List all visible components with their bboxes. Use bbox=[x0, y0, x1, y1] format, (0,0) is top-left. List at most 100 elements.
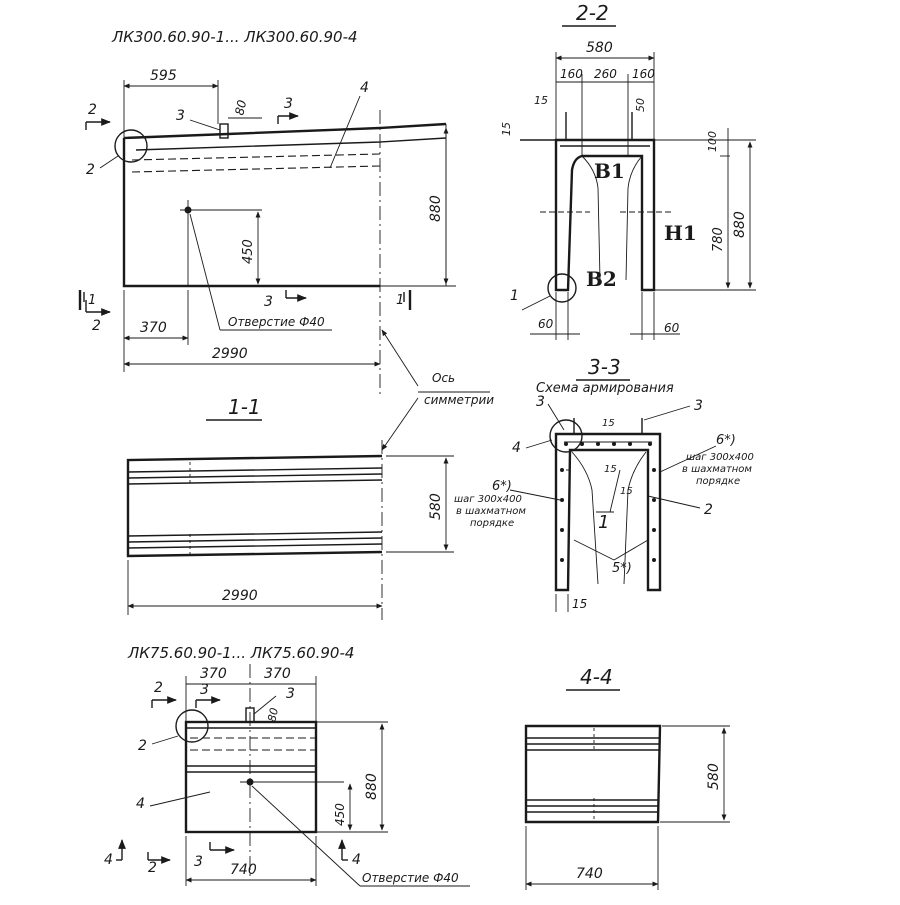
lk300-hidden-1 bbox=[131, 153, 381, 161]
lk300-lifting-loop bbox=[219, 123, 229, 139]
symmetry-axis-note: Ось симметрии bbox=[381, 329, 494, 451]
lk300-top-inner bbox=[135, 137, 447, 151]
section-2-2-title: 2-2 bbox=[576, 1, 609, 25]
section-3-3-subtitle: Схема армирования bbox=[536, 381, 674, 396]
section-3-3-detail-circle bbox=[549, 419, 583, 453]
svg-text:в шахматном: в шахматном bbox=[682, 464, 752, 475]
axis-note-line2: симметрии bbox=[424, 393, 494, 407]
lk75-callout-2: 2 bbox=[138, 738, 147, 754]
section-1-1: 1-1 580 2990 bbox=[126, 395, 454, 620]
section-2-2-dim-260: 260 bbox=[594, 67, 617, 81]
lk300-callout-2: 2 bbox=[86, 162, 95, 178]
lk75-section-4-left: 4 bbox=[104, 852, 113, 868]
section-2-2-dim-580: 580 bbox=[586, 40, 613, 56]
section-3-3-callout-1: 1 bbox=[598, 512, 609, 533]
section-1-1-dim-580: 580 bbox=[428, 493, 444, 520]
section-2-2-callout-1: 1 bbox=[510, 288, 519, 304]
section-3-3-title: 3-3 bbox=[588, 355, 621, 379]
lk75-hole-note: Отверстие Ф40 bbox=[362, 871, 459, 885]
section-2-2-dim-60-left: 60 bbox=[538, 317, 554, 331]
lk75-dim-370-left: 370 bbox=[200, 666, 227, 682]
section-3-3-note-left: шаг 300х400 в шахматном порядке bbox=[454, 494, 526, 529]
section-2-2-dim-60-right: 60 bbox=[664, 321, 680, 335]
svg-text:порядке: порядке bbox=[470, 518, 514, 529]
label-b2: B2 bbox=[586, 267, 617, 291]
lk300-section-2-top: 2 bbox=[88, 102, 97, 118]
section-1-1-dim-2990: 2990 bbox=[222, 588, 258, 604]
axis-note-line1: Ось bbox=[432, 371, 455, 385]
section-2-2-dim-160-right: 160 bbox=[632, 67, 655, 81]
section-3-3-callout-3a: 3 bbox=[536, 394, 545, 410]
lk75-section-2-bottom: 2 bbox=[148, 860, 157, 876]
lk300-dim-595: 595 bbox=[150, 68, 177, 84]
label-b1: B1 bbox=[594, 159, 625, 183]
lk300-top-edge bbox=[123, 122, 447, 140]
lk75-callout-3: 3 bbox=[286, 686, 295, 702]
section-2-2-dim-15a: 15 bbox=[534, 94, 548, 107]
section-2-2-profile bbox=[554, 138, 656, 292]
lk300-detail-circle bbox=[114, 129, 148, 163]
elevation-lk75: ЛК75.60.90-1... ЛК75.60.90-4 370 370 80 … bbox=[104, 644, 470, 887]
lk300-dim-2990: 2990 bbox=[212, 346, 248, 362]
section-3-3-callout-3b: 3 bbox=[694, 398, 703, 414]
section-3-3-note-right: шаг 300х400 в шахматном порядке bbox=[682, 452, 754, 487]
elevation-lk300-title: ЛК300.60.90-1... ЛК300.60.90-4 bbox=[111, 28, 358, 46]
lk300-dim-880: 880 bbox=[428, 195, 444, 222]
svg-text:шаг 300х400: шаг 300х400 bbox=[686, 452, 754, 463]
lk75-section-3-bottom: 3 bbox=[194, 854, 203, 870]
section-1-1-title: 1-1 bbox=[228, 395, 261, 419]
section-4-4-outline bbox=[524, 724, 662, 824]
lk75-section-2: 2 bbox=[154, 680, 163, 696]
section-2-2-detail-circle bbox=[547, 273, 577, 303]
section-3-3-callout-5: 5*) bbox=[612, 561, 632, 576]
lk75-dim-80: 80 bbox=[265, 707, 281, 723]
section-2-2-dim-100: 100 bbox=[706, 131, 719, 152]
lk300-section-1-right: 1 bbox=[396, 293, 404, 308]
section-2-2-dim-50: 50 bbox=[634, 98, 647, 112]
elevation-lk300: ЛК300.60.90-1... ЛК300.60.90-4 595 80 88… bbox=[78, 28, 456, 395]
lk300-callout-3: 3 bbox=[176, 108, 185, 124]
section-3-3-profile bbox=[554, 432, 662, 592]
section-3-3-callout-4: 4 bbox=[512, 440, 521, 456]
section-1-1-outline bbox=[126, 454, 383, 558]
svg-text:в шахматном: в шахматном bbox=[456, 506, 526, 517]
lk300-section-1-left: 1 bbox=[88, 293, 96, 308]
section-4-4: 4-4 580 740 bbox=[524, 665, 730, 890]
section-3-3-dim-15b: 15 bbox=[604, 464, 617, 475]
section-3-3-callout-2: 2 bbox=[704, 502, 713, 518]
lk300-outline bbox=[122, 138, 380, 288]
section-2-2-dim-780: 780 bbox=[711, 227, 726, 252]
elevation-lk75-title: ЛК75.60.90-1... ЛК75.60.90-4 bbox=[127, 644, 354, 662]
lk75-dim-740: 740 bbox=[230, 862, 257, 878]
svg-text:порядке: порядке bbox=[696, 476, 740, 487]
lk300-section-3-bottom: 3 bbox=[264, 294, 273, 310]
lk300-dim-370: 370 bbox=[140, 320, 167, 336]
lk300-section-3-top: 3 bbox=[284, 96, 293, 112]
label-h1: H1 bbox=[664, 221, 697, 245]
lk300-hole-note: Отверстие Ф40 bbox=[228, 315, 325, 329]
svg-text:шаг 300х400: шаг 300х400 bbox=[454, 494, 522, 505]
section-3-3-dim-15c: 15 bbox=[620, 486, 633, 497]
section-2-2-dim-880: 880 bbox=[732, 211, 748, 238]
section-3-3-callout-6b: 6*) bbox=[716, 433, 736, 448]
lk75-callout-4: 4 bbox=[136, 796, 145, 812]
section-4-4-dim-580: 580 bbox=[706, 763, 722, 790]
lk300-dim-450: 450 bbox=[241, 239, 256, 264]
section-2-2-dim-15b: 15 bbox=[500, 122, 513, 136]
section-4-4-title: 4-4 bbox=[580, 665, 613, 689]
lk75-dim-370-right: 370 bbox=[264, 666, 291, 682]
section-4-4-dim-740: 740 bbox=[576, 866, 603, 882]
lk75-section-4-right: 4 bbox=[352, 852, 361, 868]
lk300-section-2-bottom: 2 bbox=[92, 318, 101, 334]
section-3-3: 3-3 Схема армирования 3 3 4 1 2 5* bbox=[454, 355, 754, 612]
section-3-3-callout-6a: 6*) bbox=[492, 479, 512, 494]
section-2-2-dim-160-left: 160 bbox=[560, 67, 583, 81]
lk75-dim-880: 880 bbox=[364, 773, 380, 800]
section-3-3-dim-15a: 15 bbox=[602, 418, 615, 429]
lk300-hidden-2 bbox=[131, 165, 381, 173]
lk75-detail-circle bbox=[175, 709, 209, 743]
lk75-section-3-top: 3 bbox=[200, 682, 209, 698]
section-3-3-dim-15d: 15 bbox=[572, 597, 587, 611]
